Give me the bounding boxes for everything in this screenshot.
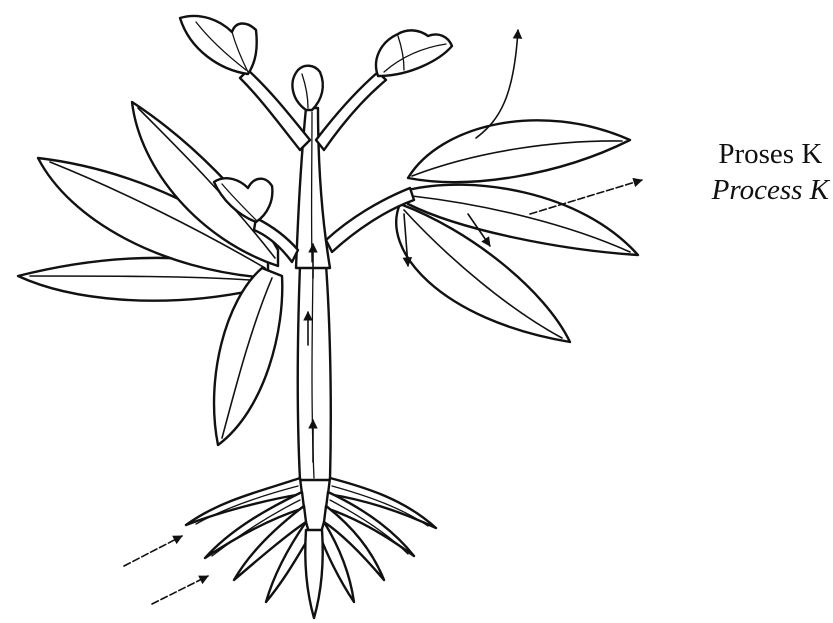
leaf-top-right [408,120,630,182]
process-label-malay: Proses K [712,136,829,172]
arrow-root-entry-1 [124,536,182,566]
left-leaves [18,102,282,445]
roots [186,478,436,618]
process-label: Proses K Process K [712,136,829,208]
arrow-process-k [530,180,642,214]
process-label-english: Process K [712,172,829,208]
arrow-root-entry-2 [152,576,208,604]
right-leaves [396,120,638,342]
